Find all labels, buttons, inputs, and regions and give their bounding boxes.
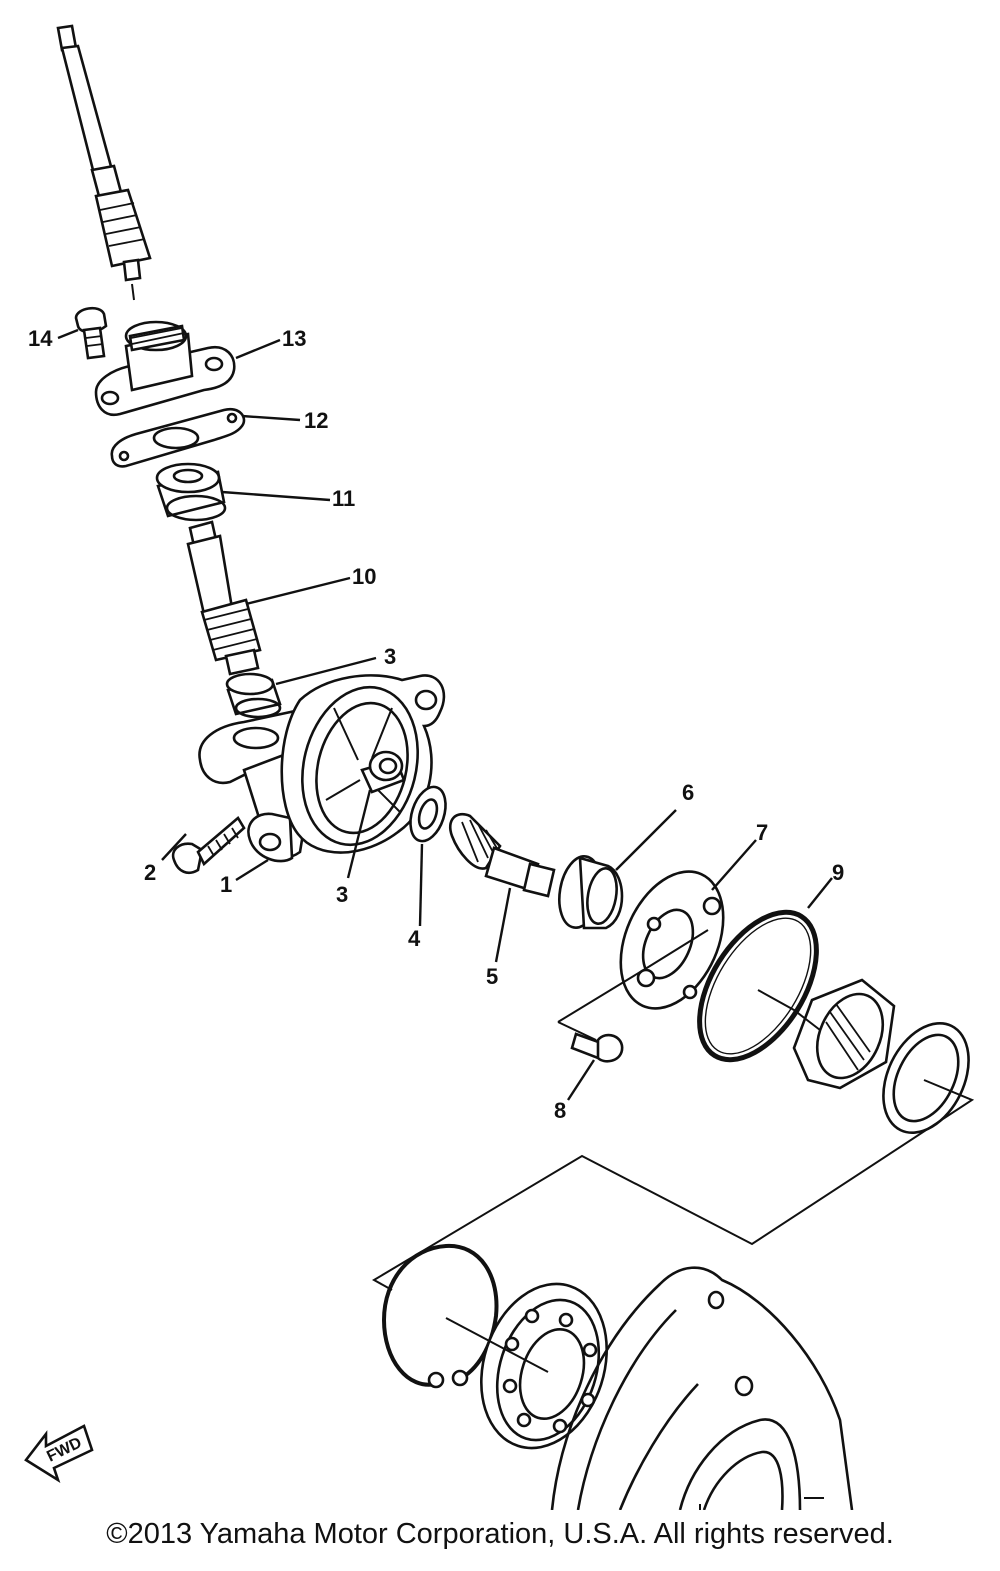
speedometer-cable <box>56 24 152 301</box>
o-ring-9 <box>697 909 819 1063</box>
label-8: 8 <box>554 1098 566 1123</box>
label-2: 2 <box>144 860 156 885</box>
wheel-hub <box>550 1266 854 1510</box>
bush-6 <box>558 855 624 930</box>
circlip <box>381 1243 499 1389</box>
washer-4 <box>409 785 447 843</box>
label-14: 14 <box>28 326 53 351</box>
label-4: 4 <box>408 926 421 951</box>
label-3a: 3 <box>384 644 396 669</box>
gear-housing-1 <box>198 674 446 863</box>
plate-7 <box>619 870 725 1010</box>
label-1: 1 <box>220 872 232 897</box>
gear-shaft-10 <box>186 520 262 676</box>
screw-8 <box>570 1032 624 1063</box>
gear-5 <box>449 813 556 898</box>
lock-nut <box>792 978 896 1090</box>
copyright-notice: ©2013 Yamaha Motor Corporation, U.S.A. A… <box>106 1518 894 1550</box>
leader-lines <box>57 328 833 1101</box>
callout-labels: 1 2 3 3 4 5 6 7 8 9 10 11 12 13 14 <box>28 326 844 1123</box>
label-5: 5 <box>486 964 498 989</box>
gasket-12 <box>110 407 246 468</box>
bolt-2 <box>171 816 246 874</box>
label-9: 9 <box>832 860 844 885</box>
label-13: 13 <box>282 326 306 351</box>
washer-right <box>882 1021 970 1135</box>
label-7: 7 <box>756 820 768 845</box>
fwd-arrow: FWD <box>24 1424 94 1484</box>
exploded-parts-diagram: FWD 1 2 3 3 4 5 6 7 8 9 10 11 12 13 14 <box>24 24 975 1510</box>
label-6: 6 <box>682 780 694 805</box>
drive-housing-13 <box>94 320 236 417</box>
label-3b: 3 <box>336 882 348 907</box>
label-10: 10 <box>352 564 376 589</box>
bearing <box>445 1282 608 1450</box>
bush-11 <box>155 462 227 522</box>
label-12: 12 <box>304 408 328 433</box>
bolt-14 <box>74 306 108 360</box>
bush-3-upper <box>225 672 282 719</box>
label-11: 11 <box>332 486 355 511</box>
assembly-lines <box>371 929 975 1291</box>
